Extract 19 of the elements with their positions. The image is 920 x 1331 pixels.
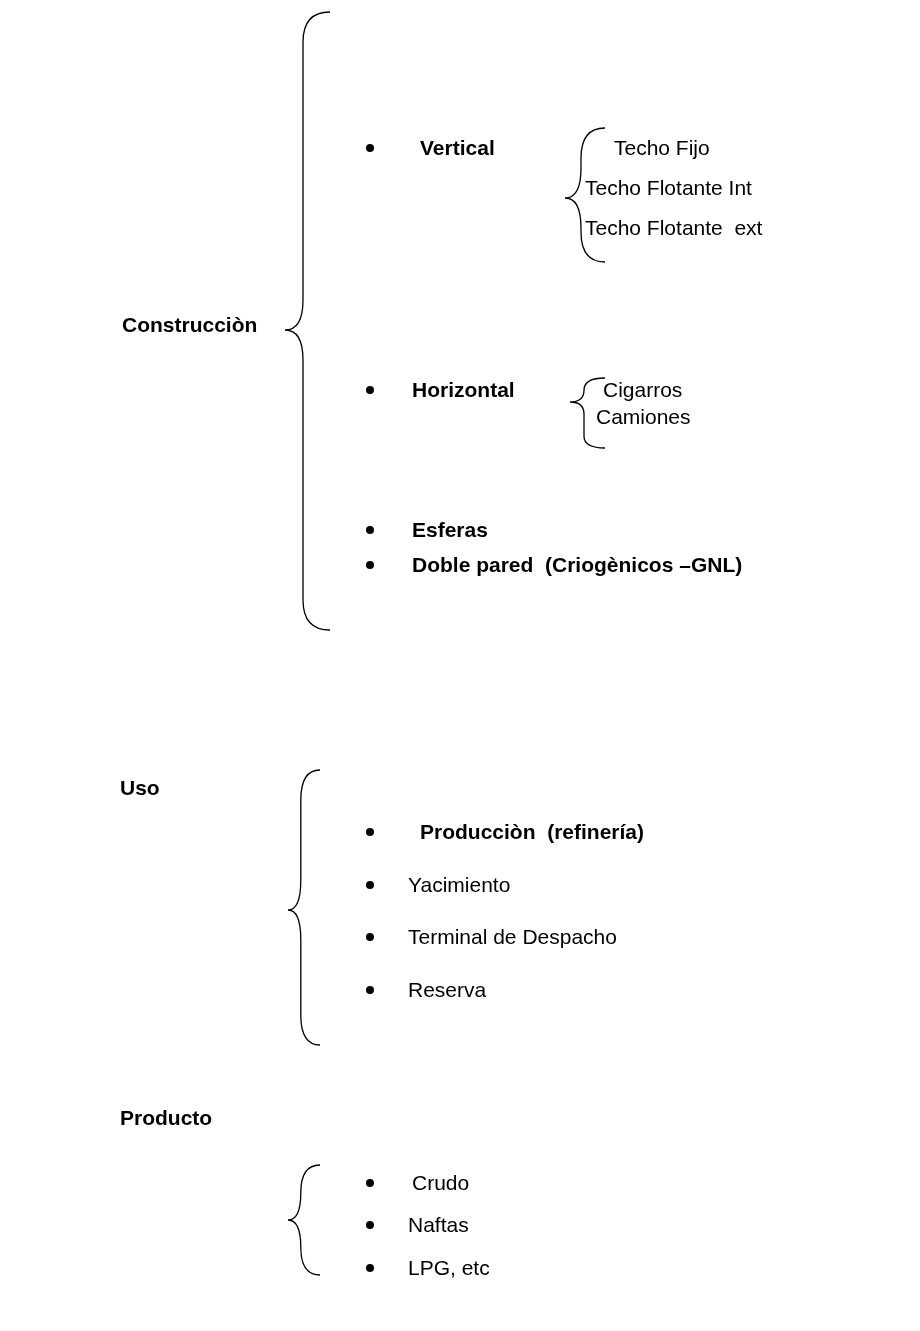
category-label: Horizontal: [412, 378, 515, 402]
category-label: Vertical: [420, 136, 495, 160]
category-label: Camiones: [596, 405, 691, 429]
category-label: Crudo: [412, 1171, 470, 1195]
category-label: Yacimiento: [408, 873, 511, 897]
category-label: Esferas: [412, 518, 488, 542]
category-label: Construcciòn: [122, 313, 258, 337]
category-label: Techo Flotante Int: [585, 176, 752, 200]
category-label: LPG, etc: [408, 1256, 490, 1280]
category-label: Terminal de Despacho: [408, 925, 617, 949]
category-label: Doble pared (Criogènicos –GNL): [412, 553, 743, 577]
category-label: Producciòn (refinería): [420, 820, 645, 844]
category-label: Naftas: [408, 1213, 469, 1237]
category-label: Techo Fijo: [614, 136, 710, 160]
category-label: Techo Flotante ext: [585, 216, 763, 240]
category-label: Reserva: [408, 978, 487, 1002]
category-label: Producto: [120, 1106, 213, 1130]
category-label: Cigarros: [603, 378, 683, 402]
category-label: Uso: [120, 776, 160, 800]
